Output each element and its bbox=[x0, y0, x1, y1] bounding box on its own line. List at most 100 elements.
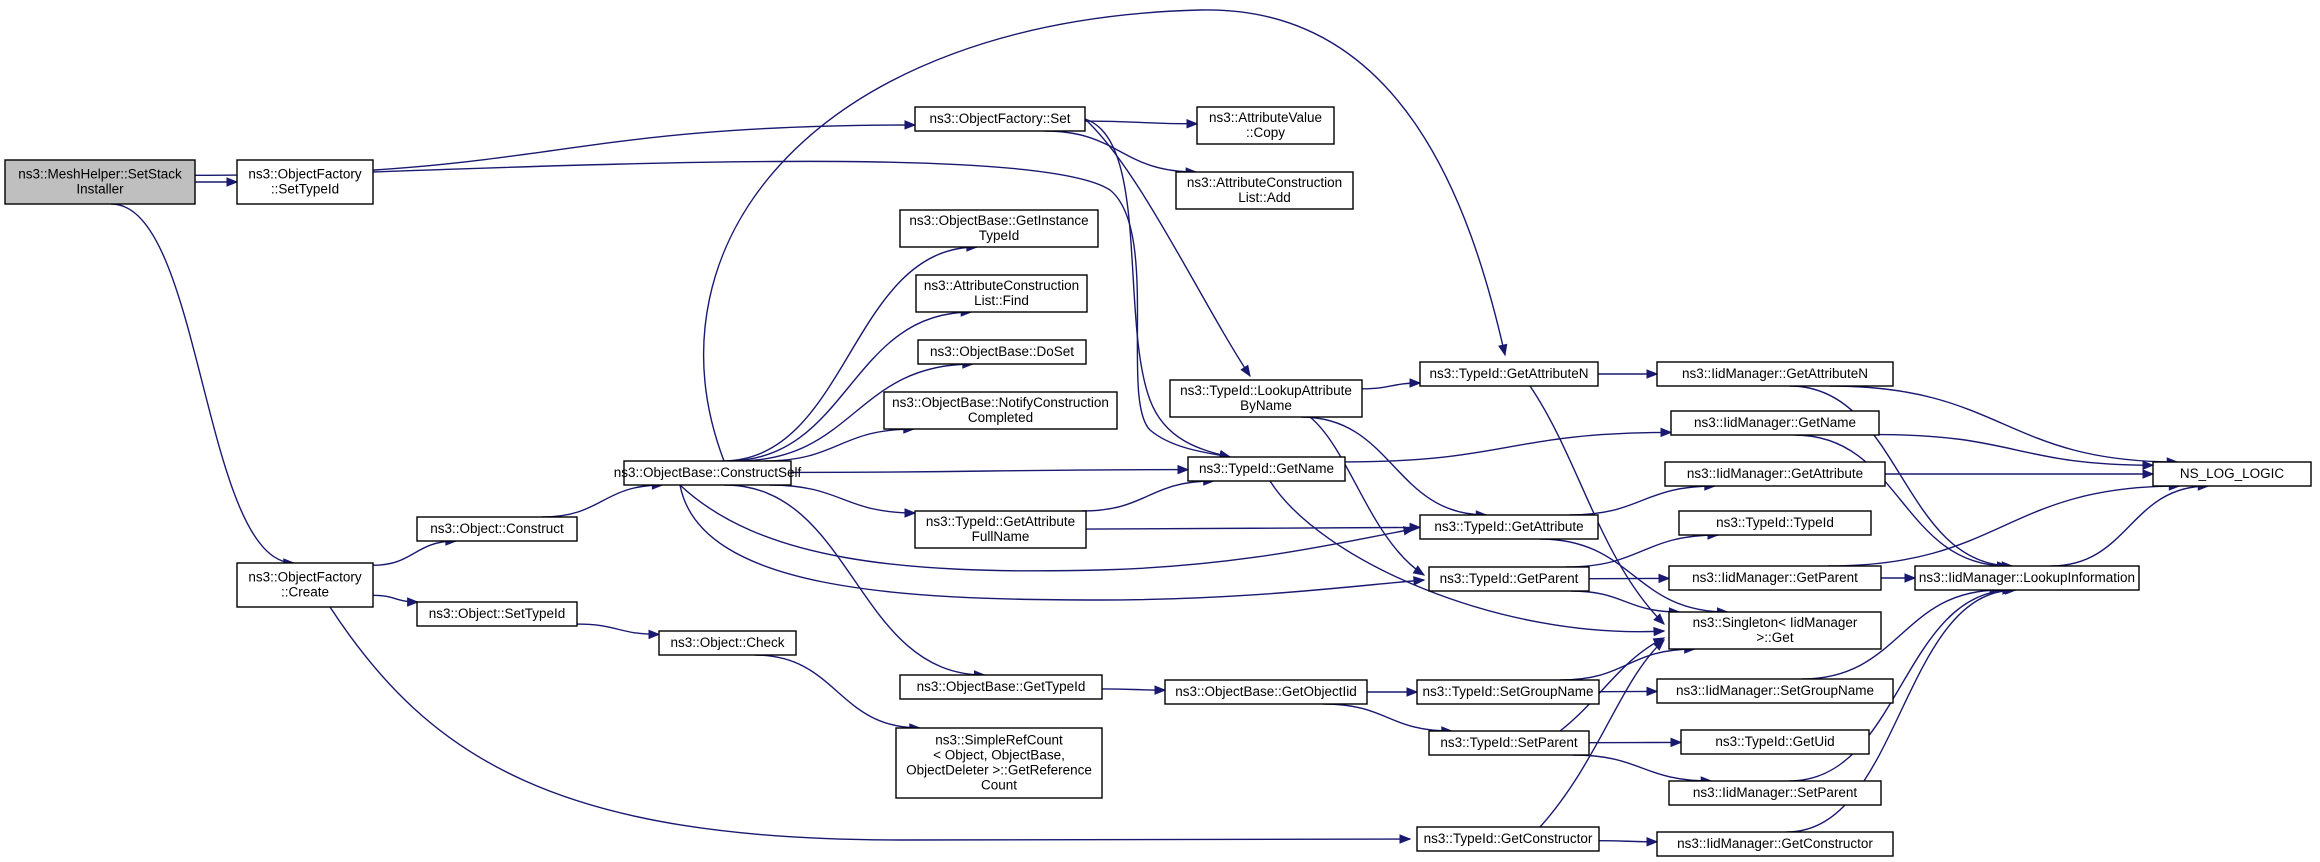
edge-n7-n20 bbox=[1361, 378, 1422, 390]
node-n32[interactable]: ns3::Singleton< IidManager>::Get bbox=[1668, 611, 1882, 650]
node-label: ::Copy bbox=[1246, 125, 1285, 140]
node-n31[interactable]: ns3::IidManager::GetParent bbox=[1668, 565, 1882, 591]
node-n22[interactable]: ns3::TypeId::GetParent bbox=[1428, 566, 1590, 592]
node-box bbox=[1668, 611, 1882, 650]
edge-line bbox=[1084, 120, 1198, 125]
edge-n8-n28 bbox=[1344, 427, 1673, 463]
edge-n22-n31 bbox=[1588, 573, 1671, 584]
node-n11[interactable]: ns3::Object::Check bbox=[658, 630, 797, 656]
node-label: ns3::AttributeConstruction bbox=[924, 278, 1079, 293]
edge-arrowhead bbox=[407, 597, 419, 607]
node-box bbox=[1164, 679, 1368, 705]
edge-n31-n38 bbox=[1827, 481, 2181, 567]
node-box bbox=[1175, 171, 1354, 210]
edge-arrowhead bbox=[1646, 686, 1659, 697]
node-label: ns3::ObjectBase::GetInstance bbox=[909, 213, 1088, 228]
node-label: ObjectDeleter >::GetReference bbox=[906, 763, 1092, 778]
node-n15[interactable]: ns3::ObjectBase::DoSet bbox=[917, 339, 1087, 365]
node-box bbox=[416, 516, 578, 542]
node-n18[interactable]: ns3::ObjectBase::GetTypeId bbox=[899, 674, 1103, 700]
node-n8[interactable]: ns3::TypeId::GetName bbox=[1187, 456, 1346, 482]
node-n5[interactable]: ns3::AttributeValue::Copy bbox=[1196, 106, 1335, 145]
edge-n12-n8 bbox=[790, 464, 1190, 475]
node-n35[interactable]: ns3::IidManager::SetParent bbox=[1668, 780, 1882, 806]
edge-arrowhead bbox=[1498, 343, 1508, 357]
edge-n29-n38 bbox=[1885, 469, 2155, 479]
edge-n20-n27 bbox=[1597, 369, 1659, 379]
edge-n10-n11 bbox=[576, 623, 661, 640]
edge-line bbox=[1529, 385, 1665, 625]
edge-arrowhead bbox=[1653, 626, 1666, 637]
node-box bbox=[2152, 461, 2312, 487]
node-n34[interactable]: ns3::TypeId::GetUid bbox=[1680, 729, 1870, 755]
node-n25[interactable]: ns3::TypeId::SetParent bbox=[1428, 730, 1590, 756]
node-box bbox=[623, 460, 792, 486]
edge-arrowhead bbox=[904, 508, 917, 518]
node-n33[interactable]: ns3::IidManager::SetGroupName bbox=[1656, 678, 1894, 704]
node-box bbox=[914, 106, 1086, 132]
node-label: ns3::ObjectFactory::Set bbox=[929, 111, 1070, 126]
node-n21[interactable]: ns3::TypeId::GetAttribute bbox=[1419, 514, 1599, 540]
node-label: ns3::ObjectBase::ConstructSelf bbox=[614, 465, 802, 480]
node-n37[interactable]: ns3::IidManager::LookupInformation bbox=[1914, 565, 2140, 591]
node-box bbox=[1680, 729, 1870, 755]
node-n9[interactable]: ns3::Object::Construct bbox=[416, 516, 578, 542]
node-box bbox=[914, 510, 1087, 549]
edge-n12-n14 bbox=[727, 307, 973, 462]
edge-n23-n24 bbox=[1367, 687, 1419, 697]
edge-line bbox=[1789, 385, 2013, 567]
edge-line bbox=[1084, 118, 1231, 458]
node-box bbox=[1656, 831, 1894, 857]
node-n24[interactable]: ns3::TypeId::SetGroupName bbox=[1416, 679, 1600, 705]
node-n36[interactable]: ns3::IidManager::GetConstructor bbox=[1656, 831, 1894, 857]
node-label: Installer bbox=[76, 182, 124, 197]
node-label: ns3::TypeId::LookupAttribute bbox=[1180, 383, 1352, 398]
edge-line bbox=[727, 311, 972, 462]
node-label: ns3::TypeId::GetAttribute bbox=[1434, 519, 1583, 534]
edge-arrowhead bbox=[1660, 427, 1673, 438]
node-n10[interactable]: ns3::Object::SetTypeId bbox=[416, 601, 578, 627]
edge-n37-n38 bbox=[2050, 481, 2210, 567]
node-label: ns3::Object::Construct bbox=[430, 521, 564, 536]
edge-line bbox=[1572, 754, 1712, 782]
edge-arrowhead bbox=[1409, 522, 1422, 533]
node-box bbox=[1664, 461, 1886, 487]
node-n23[interactable]: ns3::ObjectBase::GetObjectIid bbox=[1164, 679, 1368, 705]
edge-n2-n7 bbox=[1084, 118, 1251, 378]
node-box bbox=[1656, 678, 1894, 704]
node-box bbox=[1678, 510, 1872, 536]
node-n20[interactable]: ns3::TypeId::GetAttributeN bbox=[1419, 361, 1599, 387]
node-n38[interactable]: NS_LOG_LOGIC bbox=[2152, 461, 2312, 487]
node-n27[interactable]: ns3::IidManager::GetAttributeN bbox=[1656, 361, 1894, 387]
node-label: >::Get bbox=[1756, 630, 1793, 645]
node-box bbox=[1670, 410, 1880, 436]
node-label: ns3::Object::SetTypeId bbox=[429, 606, 566, 621]
node-n2[interactable]: ns3::ObjectFactory::Set bbox=[914, 106, 1086, 132]
node-n26[interactable]: ns3::TypeId::GetConstructor bbox=[1416, 826, 1600, 852]
node-n29[interactable]: ns3::IidManager::GetAttribute bbox=[1664, 461, 1886, 487]
node-label: ns3::ObjectBase::DoSet bbox=[930, 344, 1074, 359]
node-n16[interactable]: ns3::ObjectBase::NotifyConstructionCompl… bbox=[883, 391, 1118, 430]
edge-line bbox=[1323, 703, 1452, 732]
node-label: ns3::IidManager::LookupInformation bbox=[1919, 570, 2135, 585]
node-n19[interactable]: ns3::SimpleRefCount< Object, ObjectBase,… bbox=[895, 727, 1103, 799]
node-label: ns3::IidManager::GetAttribute bbox=[1687, 466, 1863, 481]
node-box bbox=[883, 391, 1118, 430]
node-n4[interactable]: ns3::ObjectFactory::Create bbox=[236, 562, 374, 608]
edge-n1-n3 bbox=[195, 177, 239, 187]
node-n28[interactable]: ns3::IidManager::GetName bbox=[1670, 410, 1880, 436]
edge-line bbox=[1300, 416, 1487, 516]
node-n30[interactable]: ns3::TypeId::TypeId bbox=[1678, 510, 1872, 536]
node-n3[interactable]: ns3::ObjectFactory::SetTypeId bbox=[236, 159, 374, 205]
node-box bbox=[1428, 730, 1590, 756]
edge-line bbox=[1827, 485, 2180, 567]
edge-line bbox=[763, 428, 914, 462]
node-box bbox=[1668, 565, 1882, 591]
node-n12[interactable]: ns3::ObjectBase::ConstructSelf bbox=[614, 460, 802, 486]
